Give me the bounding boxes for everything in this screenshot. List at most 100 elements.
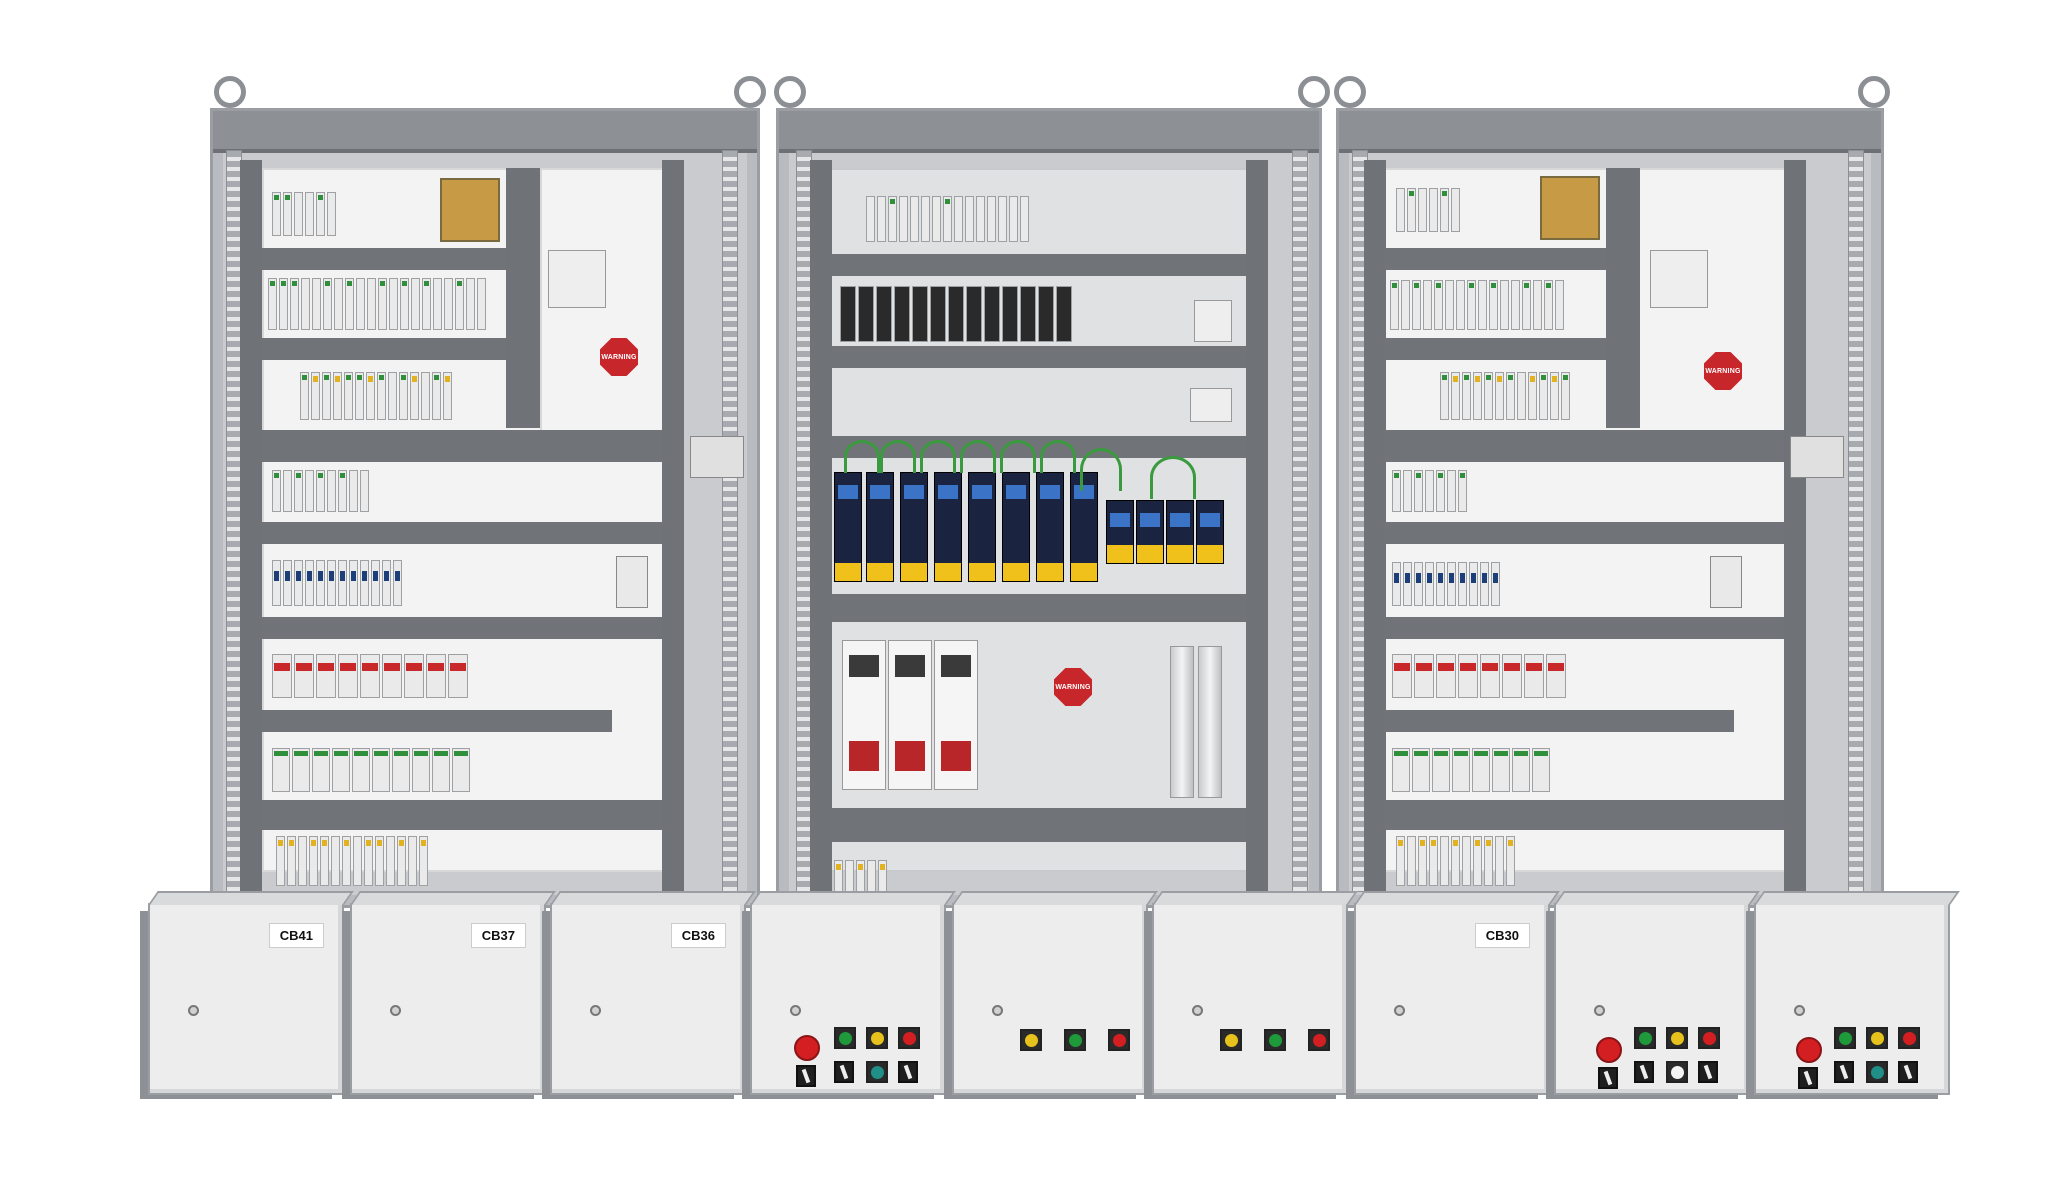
enclosure-top xyxy=(550,891,756,905)
red-pushbutton[interactable] xyxy=(1698,1027,1720,1049)
relay-row xyxy=(272,560,402,606)
cable-duct xyxy=(262,800,662,830)
network-switch xyxy=(1710,556,1742,608)
red-pushbutton[interactable] xyxy=(898,1027,920,1049)
cable-duct xyxy=(830,808,1246,842)
door-lock[interactable] xyxy=(188,1005,199,1016)
white-pushbutton[interactable] xyxy=(1666,1061,1688,1083)
vertical-post xyxy=(1606,168,1640,428)
terminal-strip xyxy=(834,860,887,900)
circuit-breaker-row xyxy=(268,278,486,330)
emergency-stop-button[interactable] xyxy=(1796,1037,1822,1063)
teal-pushbutton[interactable] xyxy=(1866,1061,1888,1083)
servo-drive xyxy=(934,472,962,582)
enclosure-top xyxy=(1152,891,1358,905)
side-terminal xyxy=(690,436,744,478)
fuse-holder xyxy=(1190,388,1232,422)
green-cable xyxy=(880,440,916,473)
relay-row xyxy=(1392,562,1500,606)
terminal-block-row xyxy=(1396,188,1460,232)
emergency-stop-button[interactable] xyxy=(794,1035,820,1061)
yellow-pushbutton[interactable] xyxy=(1866,1027,1888,1049)
cable-duct xyxy=(830,594,1246,622)
door-lock[interactable] xyxy=(1594,1005,1605,1016)
cable-duct xyxy=(1384,617,1784,639)
green-cable xyxy=(1040,440,1076,473)
cable-duct xyxy=(1384,430,1784,462)
braking-resistor xyxy=(1198,646,1222,798)
servo-drive xyxy=(866,472,894,582)
warning-sign: WARNING xyxy=(1054,668,1092,706)
enclosure-control-d xyxy=(1554,891,1760,1095)
yellow-pushbutton[interactable] xyxy=(1220,1029,1242,1051)
green-cable xyxy=(844,440,880,473)
enclosure-control-b xyxy=(952,891,1158,1095)
door-lock[interactable] xyxy=(992,1005,1003,1016)
transformer xyxy=(1540,176,1600,240)
perforated-rail xyxy=(1848,150,1864,892)
green-pushbutton[interactable] xyxy=(1834,1027,1856,1049)
yellow-pushbutton[interactable] xyxy=(1020,1029,1042,1051)
red-pushbutton[interactable] xyxy=(1308,1029,1330,1051)
enclosure-cb36: CB36 xyxy=(550,891,756,1095)
enclosure-cb30: CB30 xyxy=(1354,891,1560,1095)
green-cable xyxy=(1150,456,1196,499)
servo-drive xyxy=(1196,500,1224,564)
vertical-post xyxy=(1246,160,1268,900)
servo-drive xyxy=(968,472,996,582)
enclosure-top xyxy=(1754,891,1960,905)
servo-controller xyxy=(842,640,886,790)
cabinet-top-frame xyxy=(779,111,1319,153)
vertical-post xyxy=(1364,160,1386,900)
cable-duct xyxy=(262,248,506,270)
red-pushbutton[interactable] xyxy=(1898,1027,1920,1049)
servo-drive xyxy=(1002,472,1030,582)
green-pushbutton[interactable] xyxy=(1634,1027,1656,1049)
contactor-row xyxy=(1392,748,1550,792)
door-lock[interactable] xyxy=(1394,1005,1405,1016)
green-cable xyxy=(1000,440,1036,473)
enclosure-top xyxy=(1354,891,1560,905)
yellow-pushbutton[interactable] xyxy=(1666,1027,1688,1049)
enclosure-top xyxy=(1554,891,1760,905)
selector-switch[interactable] xyxy=(796,1065,816,1087)
selector-switch[interactable] xyxy=(1598,1067,1618,1089)
enclosure-top xyxy=(148,891,354,905)
fuse-holder xyxy=(548,250,606,308)
selector-switch[interactable] xyxy=(1834,1061,1854,1083)
contactor-row xyxy=(840,286,1072,342)
green-pushbutton[interactable] xyxy=(834,1027,856,1049)
transformer xyxy=(440,178,500,242)
door-lock[interactable] xyxy=(790,1005,801,1016)
selector-switch[interactable] xyxy=(1634,1061,1654,1083)
green-pushbutton[interactable] xyxy=(1264,1029,1286,1051)
selector-switch[interactable] xyxy=(898,1061,918,1083)
red-pushbutton[interactable] xyxy=(1108,1029,1130,1051)
selector-switch[interactable] xyxy=(1898,1061,1918,1083)
door-lock[interactable] xyxy=(1794,1005,1805,1016)
cabinet-top-frame xyxy=(1339,111,1881,153)
door-lock[interactable] xyxy=(1192,1005,1203,1016)
selector-switch[interactable] xyxy=(834,1061,854,1083)
emergency-stop-button[interactable] xyxy=(1596,1037,1622,1063)
perforated-rail xyxy=(722,150,738,892)
door-lock[interactable] xyxy=(390,1005,401,1016)
servo-drive xyxy=(1106,500,1134,564)
door-lock[interactable] xyxy=(590,1005,601,1016)
selector-switch[interactable] xyxy=(1798,1067,1818,1089)
enclosure-top xyxy=(350,891,556,905)
vertical-post xyxy=(1784,160,1806,900)
eyebolt xyxy=(1334,76,1366,108)
cable-duct xyxy=(262,617,662,639)
enclosure-label: CB41 xyxy=(268,923,324,948)
yellow-pushbutton[interactable] xyxy=(866,1027,888,1049)
selector-switch[interactable] xyxy=(1698,1061,1718,1083)
enclosure-top xyxy=(952,891,1158,905)
teal-pushbutton[interactable] xyxy=(866,1061,888,1083)
motor-protection-row xyxy=(1392,654,1566,698)
braking-resistor xyxy=(1170,646,1194,798)
warning-sign: WARNING xyxy=(600,338,638,376)
servo-drive xyxy=(834,472,862,582)
green-pushbutton[interactable] xyxy=(1064,1029,1086,1051)
eyebolt xyxy=(774,76,806,108)
